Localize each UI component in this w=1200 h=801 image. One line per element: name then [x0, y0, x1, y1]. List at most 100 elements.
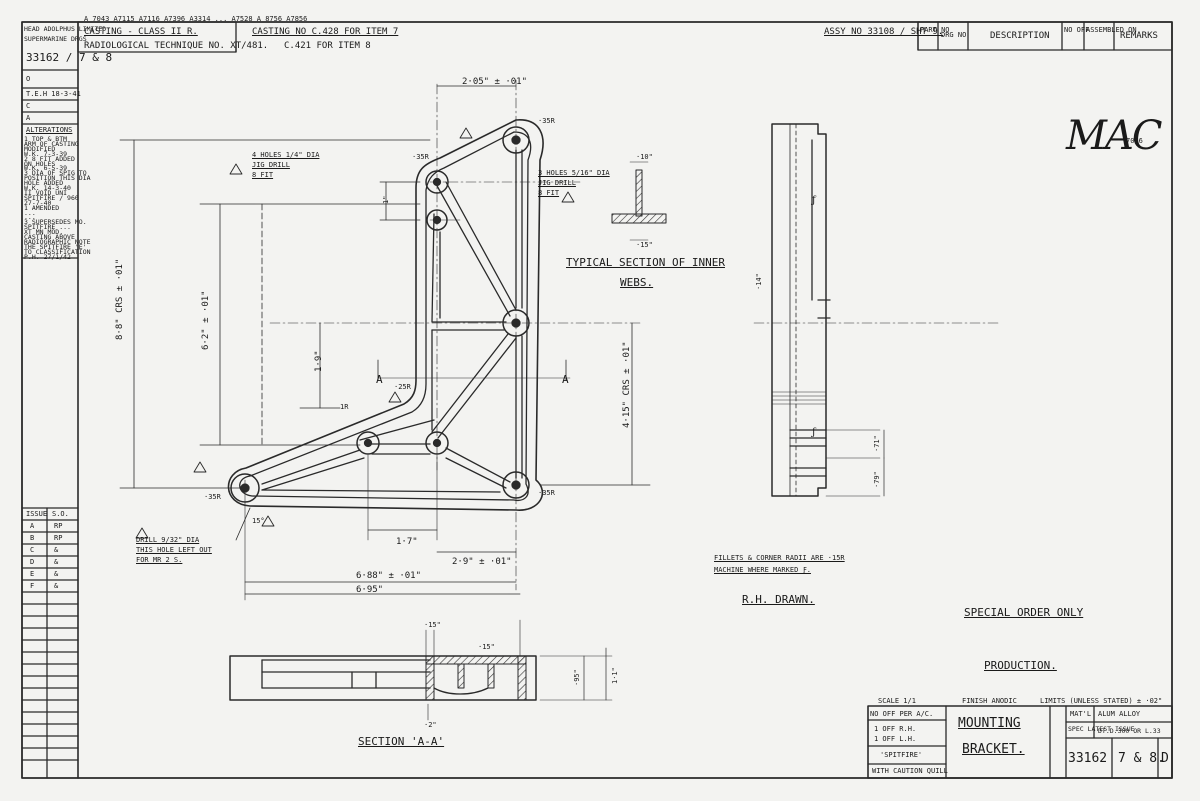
section-aa-label: SECTION 'A-A'	[358, 735, 445, 748]
dim-r35-bl: ·35R	[204, 493, 221, 501]
note-3-holes-2: JIG DRILL	[538, 179, 576, 187]
dim-sec-11: 1·1"	[611, 667, 619, 684]
alteration-line: SPITFIRE ...	[24, 223, 71, 232]
note-4-holes-1: 4 HOLES 1/4" DIA	[252, 151, 320, 159]
no-off-title: NO OFF PER A/C.	[870, 710, 934, 718]
alteration-line: CASTING ABOVE	[24, 233, 75, 241]
note-drill-2: THIS HOLE LEFT OUT	[136, 546, 212, 554]
with-caution: WITH CAUTION QUILL	[872, 767, 948, 775]
dim-height-total: 8·8" CRS ± ·01"	[115, 258, 125, 340]
finish: FINISH ANODIC	[962, 697, 1017, 705]
issue-letter: A	[30, 522, 35, 530]
issue-so: &	[54, 582, 59, 590]
parts-header-description: DESCRIPTION	[990, 31, 1050, 41]
part-name-2: BRACKET.	[962, 742, 1025, 757]
dim-r35-inner: ·35R	[412, 153, 429, 161]
note-typical-section-2: WEBS.	[620, 276, 654, 289]
alteration-line: ...	[24, 213, 36, 222]
note-drill-1: DRILL 9/32" DIA	[136, 536, 200, 544]
mac-signature: MAC	[1066, 113, 1162, 159]
title-block-lines	[867, 705, 1173, 779]
alteration-line: THE SPITFIRE 'E'	[24, 242, 87, 251]
machine-mark-2: ƒ	[812, 427, 816, 438]
left-drg-no: 33162 / 7 & 8	[26, 51, 113, 64]
issue-letter: D	[30, 558, 35, 566]
note-production: PRODUCTION.	[984, 659, 1057, 672]
dim-height-19: 1·9"	[314, 350, 324, 372]
issue-header-so: S.O.	[52, 510, 69, 518]
alteration-line: 1 AMENDED	[24, 203, 60, 212]
dim-side-79: ·79"	[873, 471, 881, 488]
issue-letter: C	[30, 546, 35, 554]
part-name-1: MOUNTING	[958, 716, 1021, 731]
revision-triangles	[135, 127, 575, 539]
typical-section-web	[611, 161, 667, 241]
parts-header-drg-no: DRG No	[941, 31, 967, 39]
off-lh: 1 OFF L.H.	[874, 735, 917, 743]
alteration-line: W.K. 14-3-40	[24, 184, 71, 192]
assy-no: ASSY No 33108 / SHT 9.	[824, 27, 944, 37]
alteration-line: HOLE ADDED	[24, 179, 64, 188]
issue-letter: F	[30, 582, 35, 590]
dim-w-688: 6·88" ± ·01"	[356, 571, 422, 581]
mac-number: 7056	[1126, 137, 1143, 145]
parts-header-assembled-on: ASSEMBLED ON	[1086, 26, 1137, 34]
bracket-plan-view	[227, 79, 641, 601]
spec-label: SPEC LATEST ISSUE	[1068, 725, 1135, 733]
alteration-line: 27-7-40	[24, 198, 52, 207]
alteration-line: ARM OF CASTING	[24, 139, 79, 148]
issue-so: RP	[54, 522, 63, 530]
spec-value: DT.D.300 OR L.33	[1098, 727, 1161, 735]
alteration-line: ...	[24, 208, 36, 217]
alteration-line: 3 DIA OF SPIG TO	[24, 169, 87, 178]
title-items: 7 & 8.	[1118, 751, 1165, 766]
dim-w-695: 6·95"	[356, 585, 384, 595]
matl-label: MAT'L	[1070, 710, 1092, 718]
left-row-o: O	[26, 75, 31, 83]
dim-sec-15b: ·15"	[478, 643, 495, 651]
dim-sec-95: ·95"	[573, 669, 581, 686]
dim-sec-2: ·2"	[424, 721, 437, 729]
sheet-border	[21, 21, 1173, 779]
dim-top-width: 2·05" ± ·01"	[462, 77, 528, 87]
parts-header-part-no: PART No	[920, 26, 950, 34]
scale: SCALE 1/1	[878, 697, 916, 705]
alteration-line: 1 TOP & BTM	[24, 135, 68, 143]
title-issue: D	[1161, 751, 1169, 766]
dim-height-mid: 6·2" ± ·01"	[201, 290, 211, 350]
alteration-line: P.H. 27/1/42	[24, 252, 71, 261]
dimension-lines	[119, 85, 651, 595]
spitfire: 'SPITFIRE'	[880, 751, 923, 759]
issue-so: &	[54, 546, 59, 554]
dim-r35-top: ·35R	[538, 117, 555, 125]
alterations-title: ALTERATIONS	[26, 126, 73, 134]
casting-class: CASTING - CLASS II R.	[84, 27, 198, 37]
alteration-line: XT Mn Mod.	[24, 228, 64, 237]
dim-side-14: ·14"	[755, 273, 763, 290]
dim-height-right: 4·15" CRS ± ·01"	[622, 341, 632, 428]
note-rh-drawn: R.H. DRAWN.	[742, 593, 815, 606]
alteration-line: MODIFIED	[24, 144, 56, 153]
issue-header-issue: ISSUE	[26, 510, 48, 518]
section-a-a-view	[229, 619, 613, 721]
firm-line-2: SUPERMARINE DRGS	[24, 35, 87, 43]
note-special-order: SPECIAL ORDER ONLY	[964, 606, 1084, 619]
alteration-line: W.K. 7-3-39	[24, 149, 68, 158]
alteration-line: 3 SUPERSEDES MO.	[24, 218, 87, 227]
note-fillets-2: MACHINE WHERE MARKED ƒ.	[714, 566, 811, 574]
note-4-holes-3: 8 FIT	[252, 171, 274, 179]
alteration-line: II VOID UNI	[24, 188, 68, 197]
note-3-holes-1: 3 HOLES 5/16" DIA	[538, 169, 610, 177]
issue-so: RP	[54, 534, 63, 542]
note-drill-3: FOR Mr 2 S.	[136, 556, 183, 564]
dim-t-15: ·15"	[636, 241, 653, 249]
technique-note: RADIOLOGICAL TECHNIQUE No. XT/481.	[84, 41, 269, 51]
alteration-line: SPITFIRE / 960	[24, 193, 79, 202]
note-3-holes-3: 8 FIT	[538, 189, 560, 197]
note-typical-section-1: TYPICAL SECTION OF INNER	[566, 256, 725, 269]
header-boxes	[77, 21, 1173, 53]
issue-letter: B	[30, 534, 35, 542]
issue-letter: E	[30, 570, 35, 578]
